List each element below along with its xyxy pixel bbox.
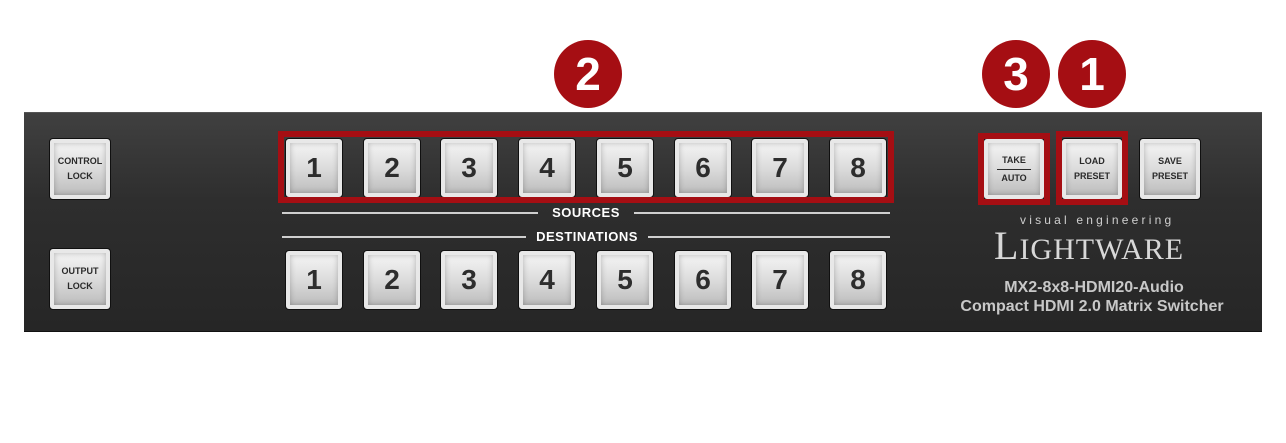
destination-button-8[interactable]: 8	[830, 251, 886, 309]
destination-button-5[interactable]: 5	[597, 251, 653, 309]
destinations-divider-left	[282, 236, 526, 238]
callout-1: 1	[1058, 40, 1126, 108]
load-preset-label-line1: LOAD	[1079, 156, 1105, 166]
source-button-2[interactable]: 2	[364, 139, 420, 197]
load-preset-label-line2: PRESET	[1073, 171, 1110, 181]
output-lock-label-line1: OUTPUT	[61, 266, 99, 276]
source-button-4[interactable]: 4	[519, 139, 575, 197]
output-lock-label-line2: LOCK	[67, 281, 93, 291]
source-button-5[interactable]: 5	[597, 139, 653, 197]
control-lock-button[interactable]: CONTROL LOCK	[50, 139, 110, 199]
model-name: MX2-8x8-HDMI20-Audio	[1004, 279, 1184, 296]
destination-button-1[interactable]: 1	[286, 251, 342, 309]
save-preset-label-line2: PRESET	[1151, 171, 1188, 181]
save-preset-label-line1: SAVE	[1158, 156, 1182, 166]
sources-divider-right	[634, 212, 890, 214]
brand-logo-rest: IGHTWARE	[1019, 233, 1185, 266]
callout-2: 2	[554, 40, 622, 108]
destination-button-6[interactable]: 6	[675, 251, 731, 309]
source-button-8[interactable]: 8	[830, 139, 886, 197]
brand-logo-initial: L	[994, 223, 1020, 268]
source-button-3[interactable]: 3	[441, 139, 497, 197]
source-button-6[interactable]: 6	[675, 139, 731, 197]
sources-label: SOURCES	[552, 205, 620, 220]
output-lock-button[interactable]: OUTPUT LOCK	[50, 249, 110, 309]
source-button-7[interactable]: 7	[752, 139, 808, 197]
take-label: TAKE	[1002, 154, 1026, 165]
control-lock-label-line2: LOCK	[67, 171, 93, 181]
destination-button-7[interactable]: 7	[752, 251, 808, 309]
front-panel: CONTROL LOCK OUTPUT LOCK 1 2 3 4 5 6 7 8…	[24, 112, 1262, 332]
destinations-divider-right	[648, 236, 890, 238]
model-description: Compact HDMI 2.0 Matrix Switcher	[960, 298, 1224, 315]
destination-button-2[interactable]: 2	[364, 251, 420, 309]
sources-divider-left	[282, 212, 538, 214]
brand-tagline: visual engineering	[1020, 213, 1175, 227]
brand-logo: LIGHTWARE	[994, 222, 1184, 269]
destination-button-4[interactable]: 4	[519, 251, 575, 309]
auto-label: AUTO	[1001, 172, 1027, 183]
take-auto-separator	[997, 168, 1031, 170]
control-lock-label-line1: CONTROL	[57, 156, 103, 166]
source-button-1[interactable]: 1	[286, 139, 342, 197]
destinations-label: DESTINATIONS	[536, 229, 638, 244]
destination-button-3[interactable]: 3	[441, 251, 497, 309]
take-auto-button[interactable]: TAKE AUTO	[984, 139, 1044, 199]
callout-3: 3	[982, 40, 1050, 108]
save-preset-button[interactable]: SAVE PRESET	[1140, 139, 1200, 199]
load-preset-button[interactable]: LOAD PRESET	[1062, 139, 1122, 199]
